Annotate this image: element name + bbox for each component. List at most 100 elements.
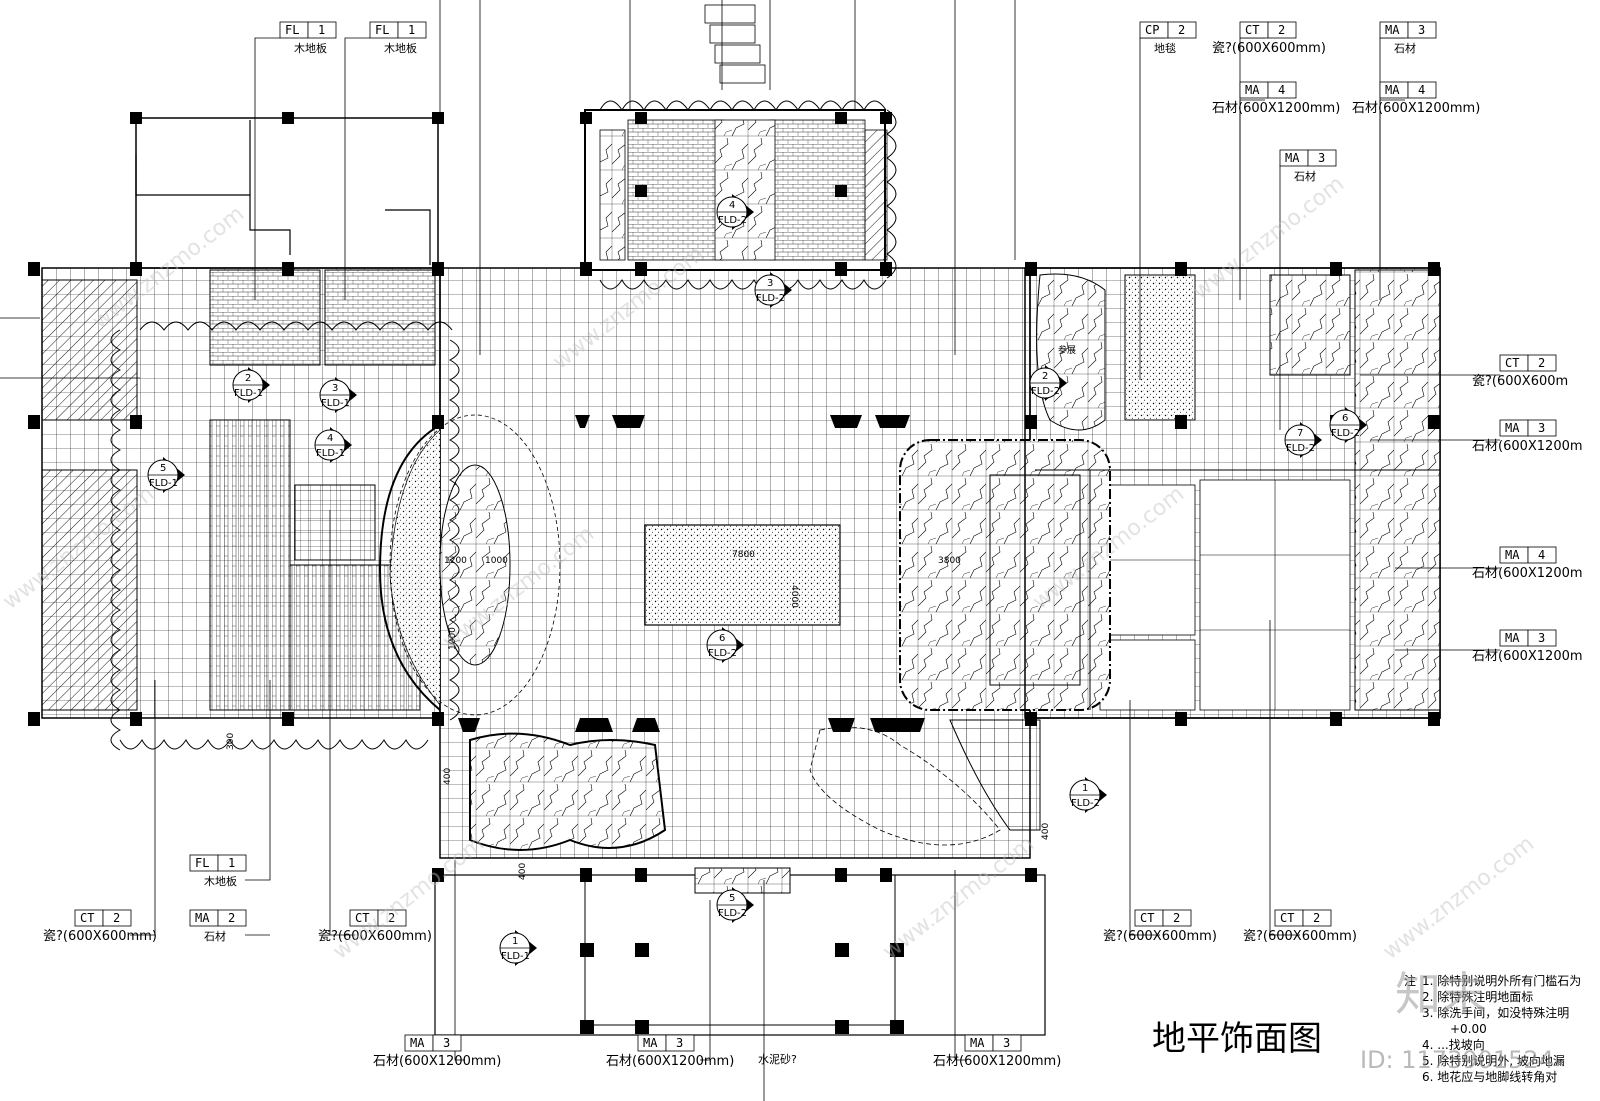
wood-room-2: [324, 269, 436, 366]
material-label: 木地板: [384, 41, 417, 55]
note-line: 1. 除特别说明外所有门槛石为: [1422, 973, 1581, 988]
column: [1175, 712, 1187, 726]
column: [835, 943, 849, 957]
material-code: CP: [1145, 23, 1159, 37]
column: [282, 262, 294, 276]
fixture: [612, 415, 645, 428]
material-number: 4: [1418, 83, 1425, 97]
column: [880, 262, 892, 276]
material-number: 3: [1003, 1036, 1010, 1050]
column: [130, 712, 142, 726]
dim-label: 7800: [732, 550, 755, 560]
section-reference: FLD-2: [708, 648, 737, 659]
material-label: 石材: [204, 929, 226, 943]
material-number: 3: [1418, 23, 1425, 37]
material-number: 2: [388, 911, 395, 925]
material-number: 2: [1278, 23, 1285, 37]
material-number: 1: [228, 856, 235, 870]
material-label: 石材(600X1200m: [1472, 566, 1583, 581]
material-number: 3: [443, 1036, 450, 1050]
material-label: 石材(600X1200mm): [1352, 101, 1480, 116]
section-number: 4: [729, 200, 735, 211]
column: [635, 868, 647, 882]
column: [580, 943, 594, 957]
section-reference: FLD-2: [718, 215, 747, 226]
brand-watermark: 知末: [1395, 967, 1487, 1021]
wood-room-1: [209, 269, 321, 366]
section-reference: FLD-2: [1286, 443, 1315, 454]
material-label: 石材(600X1200mm): [606, 1054, 734, 1069]
material-label: 瓷?(600X600mm): [1212, 41, 1326, 56]
column: [432, 712, 444, 726]
column: [1025, 415, 1037, 429]
column: [635, 185, 647, 197]
note-line: 2. 除特殊注明地面标: [1422, 989, 1533, 1004]
dimension-labels: 1200 1000 1000 7800 4000 3800 300 400 40…: [226, 344, 1076, 1066]
column: [635, 112, 647, 124]
material-tag: FL 1 木地板: [279, 21, 337, 55]
section-reference: FLD-2: [718, 908, 747, 919]
section-number: 1: [1082, 783, 1088, 794]
material-label: 石材: [1394, 41, 1416, 55]
column: [28, 262, 40, 276]
material-tag: MA 3 石材(600X1200mm): [933, 1034, 1061, 1069]
column: [1428, 415, 1440, 429]
walls: [28, 112, 1440, 1034]
note-line: +0.00: [1450, 1022, 1487, 1036]
floor-note: 水泥砂?: [758, 1053, 797, 1066]
material-number: 3: [676, 1036, 683, 1050]
material-code: FL: [285, 23, 299, 37]
bottom-marble-island: [469, 732, 667, 851]
note-line: 4. ...找坡向: [1422, 1037, 1485, 1052]
column: [1175, 262, 1187, 276]
column: [580, 1020, 594, 1034]
material-code: CT: [80, 911, 94, 925]
material-label: 地毯: [1154, 41, 1176, 55]
right-marble-island: [899, 439, 1111, 711]
fixture: [830, 415, 862, 428]
material-number: 4: [1538, 548, 1545, 562]
material-label: 木地板: [294, 41, 327, 55]
material-code: MA: [1245, 83, 1260, 97]
dim-label: 4000: [789, 585, 799, 608]
room-label: 参展: [1058, 344, 1076, 356]
column: [835, 185, 847, 197]
material-number: 1: [318, 23, 325, 37]
section-number: 5: [729, 893, 735, 904]
section-reference: FLD-2: [1071, 798, 1100, 809]
fixture: [875, 415, 910, 428]
section-reference: FLD-2: [1031, 386, 1060, 397]
fixture: [828, 718, 855, 732]
column: [635, 943, 649, 957]
section-number: 6: [719, 633, 725, 644]
material-number: 2: [1173, 911, 1180, 925]
note-line: 6. 地花应与地脚线转角对: [1422, 1069, 1557, 1084]
section-number: 4: [327, 433, 333, 444]
section-number: 7: [1297, 428, 1303, 439]
column: [130, 415, 142, 429]
section-number: 3: [332, 383, 338, 394]
material-label: 木地板: [204, 874, 237, 888]
material-code: MA: [970, 1036, 985, 1050]
material-code: MA: [195, 911, 210, 925]
material-label: 石材(600X1200mm): [933, 1054, 1061, 1069]
material-code: CT: [1505, 356, 1519, 370]
left-ellipse-marble: [439, 464, 511, 666]
left-feature-arc: [378, 424, 441, 711]
column: [835, 1020, 849, 1034]
